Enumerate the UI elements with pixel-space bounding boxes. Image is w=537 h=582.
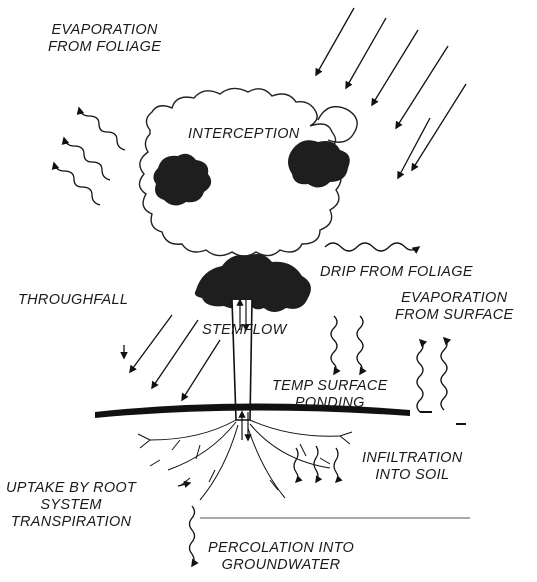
uptake-arrow bbox=[178, 483, 190, 486]
label-drip-from-foliage: DRIP FROM FOLIAGE bbox=[320, 264, 473, 281]
evaporation-foliage-arrows bbox=[54, 108, 125, 205]
label-throughfall: THROUGHFALL bbox=[18, 292, 128, 309]
label-percolation: PERCOLATION INTOGROUNDWATER bbox=[208, 540, 354, 574]
tree-trunk bbox=[232, 300, 252, 420]
root-system bbox=[138, 420, 352, 500]
label-evaporation-foliage: EVAPORATIONFROM FOLIAGE bbox=[48, 22, 161, 56]
evaporation-surface-arrows bbox=[417, 338, 447, 412]
drip-arrow bbox=[325, 243, 419, 251]
label-infiltration: INFILTRATIONINTO SOIL bbox=[362, 450, 463, 484]
foliage-clump-left bbox=[153, 154, 211, 206]
label-uptake-transpiration: UPTAKE BY ROOTSYSTEMTRANSPIRATION bbox=[6, 480, 136, 531]
label-temp-surface-ponding: TEMP SURFACEPONDING bbox=[272, 378, 388, 412]
infiltration-arrows bbox=[294, 446, 338, 482]
label-stemflow: STEMFLOW bbox=[202, 322, 287, 339]
label-evaporation-surface: EVAPORATIONFROM SURFACE bbox=[395, 290, 514, 324]
ponding-arrows bbox=[331, 316, 363, 374]
label-interception: INTERCEPTION bbox=[188, 126, 300, 143]
percolation-arrow bbox=[190, 506, 195, 566]
foliage-clump-trunk bbox=[195, 254, 311, 312]
